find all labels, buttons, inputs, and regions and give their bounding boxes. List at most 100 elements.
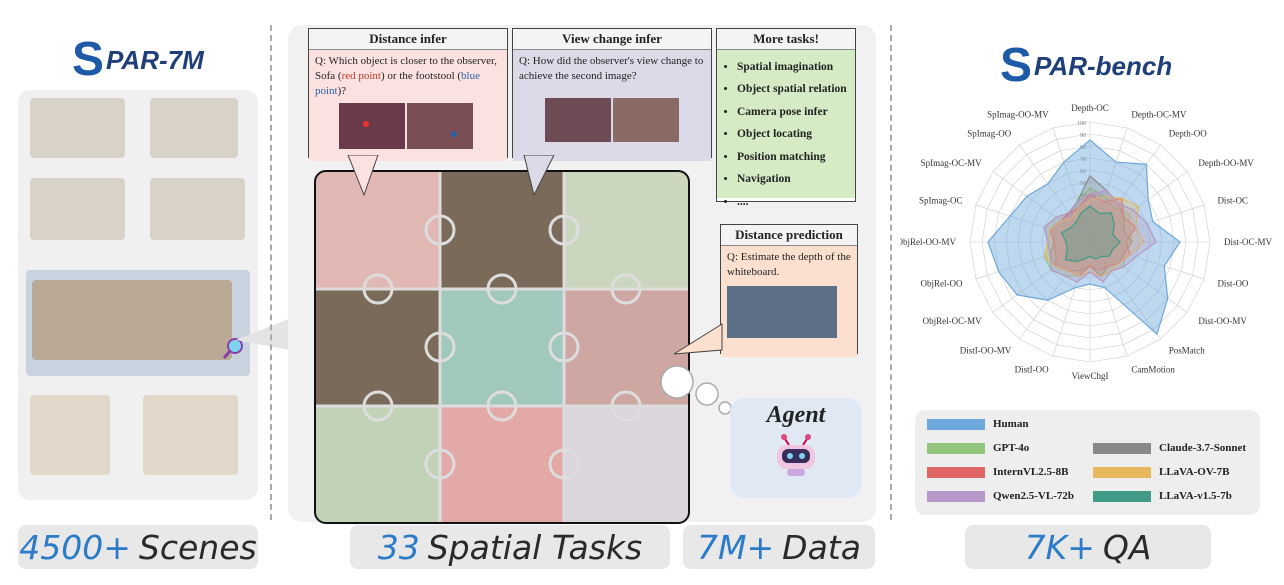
- puzzle-grid: [316, 172, 688, 522]
- legend-item: LLaVA-v1.5-7b: [1093, 490, 1232, 502]
- agent-label: Agent: [766, 402, 826, 428]
- logo-text: PAR-bench: [1034, 50, 1173, 81]
- task-body: Q: Which object is closer to the observe…: [309, 50, 507, 161]
- task-distance-infer: Distance infer Q: Which object is closer…: [308, 28, 508, 161]
- radar-spoke: [1089, 127, 1128, 243]
- list-item: ....: [737, 191, 855, 213]
- radar-axis-label: ObjRel-OO-MV: [900, 237, 956, 247]
- list-item: Object spatial relation: [737, 78, 855, 100]
- radar-tick-label: 70: [1080, 157, 1086, 163]
- list-item: Object locating: [737, 123, 855, 145]
- scenes-panel: [18, 90, 258, 500]
- scenes-label: Scenes: [138, 527, 257, 567]
- radar-tick-label: 100: [1077, 121, 1086, 127]
- puzzle-piece: [316, 406, 440, 522]
- radar-spoke: [992, 171, 1091, 243]
- thought-bubbles: [660, 365, 732, 415]
- radar-axis-label: Dist-OC: [1217, 196, 1248, 206]
- puzzle-piece: [316, 172, 440, 289]
- task-image: [407, 102, 473, 149]
- red-point-label: red point: [341, 69, 381, 82]
- scene-thumbnail[interactable]: [143, 395, 238, 475]
- legend-item: InternVL2.5-8B: [927, 466, 1068, 478]
- data-count: 7M+: [697, 527, 775, 567]
- radar-axis-label: Depth-OO-MV: [1198, 158, 1254, 168]
- scene-thumbnail[interactable]: [150, 178, 245, 240]
- radar-axis-label: CamMotion: [1131, 364, 1175, 374]
- legend-item: Qwen2.5-VL-72b: [927, 490, 1074, 502]
- callout-tail: [347, 155, 379, 197]
- task-title: Distance infer: [309, 29, 507, 50]
- puzzle-map: [314, 170, 690, 524]
- radar-axis-label: Depth-OC-MV: [1131, 110, 1186, 120]
- scene-thumbnail[interactable]: [30, 98, 125, 158]
- radar-tick-label: 10: [1080, 229, 1086, 235]
- puzzle-piece: [564, 172, 688, 289]
- radar-axis-label: Depth-OO: [1169, 129, 1207, 139]
- radar-axis-label: ObjRel-OO: [921, 278, 963, 288]
- legend-item: LLaVA-OV-7B: [1093, 466, 1230, 478]
- tasks-banner: 33 Spatial Tasks: [350, 525, 670, 569]
- radar-spoke: [1089, 241, 1205, 280]
- puzzle-piece: [440, 289, 564, 406]
- tasks-count: 33: [377, 527, 420, 567]
- radar-tick-label: 50: [1080, 181, 1086, 187]
- spar-bench-logo: S PAR-bench: [1000, 42, 1172, 90]
- spar-7m-logo: S PAR-7M: [72, 36, 204, 84]
- radar-axis-label: ObjRel-OC-MV: [923, 316, 982, 326]
- radar-tick-label: 90: [1080, 133, 1086, 139]
- scene-thumbnail[interactable]: [30, 395, 110, 475]
- radar-axis-label: DistI-OO: [1015, 364, 1049, 374]
- robot-icon: [777, 434, 815, 476]
- radar-spoke: [975, 204, 1091, 243]
- logo-s-letter: S: [1000, 39, 1033, 92]
- blue-point-icon: [451, 130, 457, 137]
- task-view-change-infer: View change infer Q: How did the observe…: [512, 28, 712, 161]
- more-tasks-list: Spatial imagination Object spatial relat…: [717, 50, 855, 213]
- data-banner: 7M+ Data: [683, 525, 875, 569]
- legend-label: LLaVA-OV-7B: [1159, 466, 1230, 478]
- legend-swatch: [927, 418, 985, 430]
- legend-label: InternVL2.5-8B: [993, 466, 1069, 478]
- radar-spoke: [1089, 241, 1161, 340]
- task-image: [545, 97, 611, 142]
- radar-axis-label: Dist-OO: [1217, 278, 1248, 288]
- legend-label: Qwen2.5-VL-72b: [993, 490, 1074, 502]
- task-body: Spatial imagination Object spatial relat…: [717, 50, 855, 208]
- task-body: Q: Estimate the depth of the whiteboard.: [721, 246, 857, 357]
- scene-thumbnail[interactable]: [150, 98, 238, 158]
- scenes-count: 4500+: [19, 527, 131, 567]
- legend-swatch: [927, 466, 985, 478]
- question-mid: ) or the footstool (: [381, 69, 462, 82]
- radar-axis-label: DistI-OO-MV: [960, 345, 1012, 355]
- list-item: Position matching: [737, 146, 855, 168]
- legend-label: Claude-3.7-Sonnet: [1159, 442, 1247, 454]
- divider-left: [270, 25, 272, 520]
- radar-axis-label: ViewChgI: [1072, 371, 1109, 381]
- radar-spoke: [1019, 241, 1091, 340]
- question-text: Q: Estimate the depth of the whiteboard.: [727, 251, 851, 278]
- puzzle-piece: [564, 406, 688, 522]
- task-distance-prediction: Distance prediction Q: Estimate the dept…: [720, 224, 858, 357]
- legend-swatch: [1093, 490, 1151, 502]
- radar-axis-label: SpImag-OC-MV: [921, 158, 982, 168]
- radar-tick-label: 80: [1080, 145, 1086, 151]
- radar-spoke: [992, 241, 1091, 313]
- magnifier-icon: [222, 338, 243, 359]
- radar-axis-label: Dist-OC-MV: [1224, 237, 1273, 247]
- radar-axis-label: Dist-OO-MV: [1198, 316, 1247, 326]
- task-title: More tasks!: [717, 29, 855, 50]
- legend-item: Claude-3.7-Sonnet: [1093, 442, 1246, 454]
- legend-item: GPT-4o: [927, 442, 1029, 454]
- tasks-label: Spatial Tasks: [427, 527, 643, 567]
- scene-thumbnail[interactable]: [30, 178, 125, 240]
- radar-series-qwen2-5-vl-72b: [1043, 189, 1157, 283]
- radar-tick-label: 20: [1080, 217, 1086, 223]
- radar-spoke: [1052, 127, 1091, 243]
- selected-scene[interactable]: [26, 270, 250, 376]
- radar-axis-label: PosMatch: [1169, 345, 1206, 355]
- room-3d-view: [32, 280, 232, 360]
- data-label: Data: [782, 527, 861, 567]
- radar-tick-label: 60: [1080, 169, 1086, 175]
- radar-tick-label: 30: [1080, 205, 1086, 211]
